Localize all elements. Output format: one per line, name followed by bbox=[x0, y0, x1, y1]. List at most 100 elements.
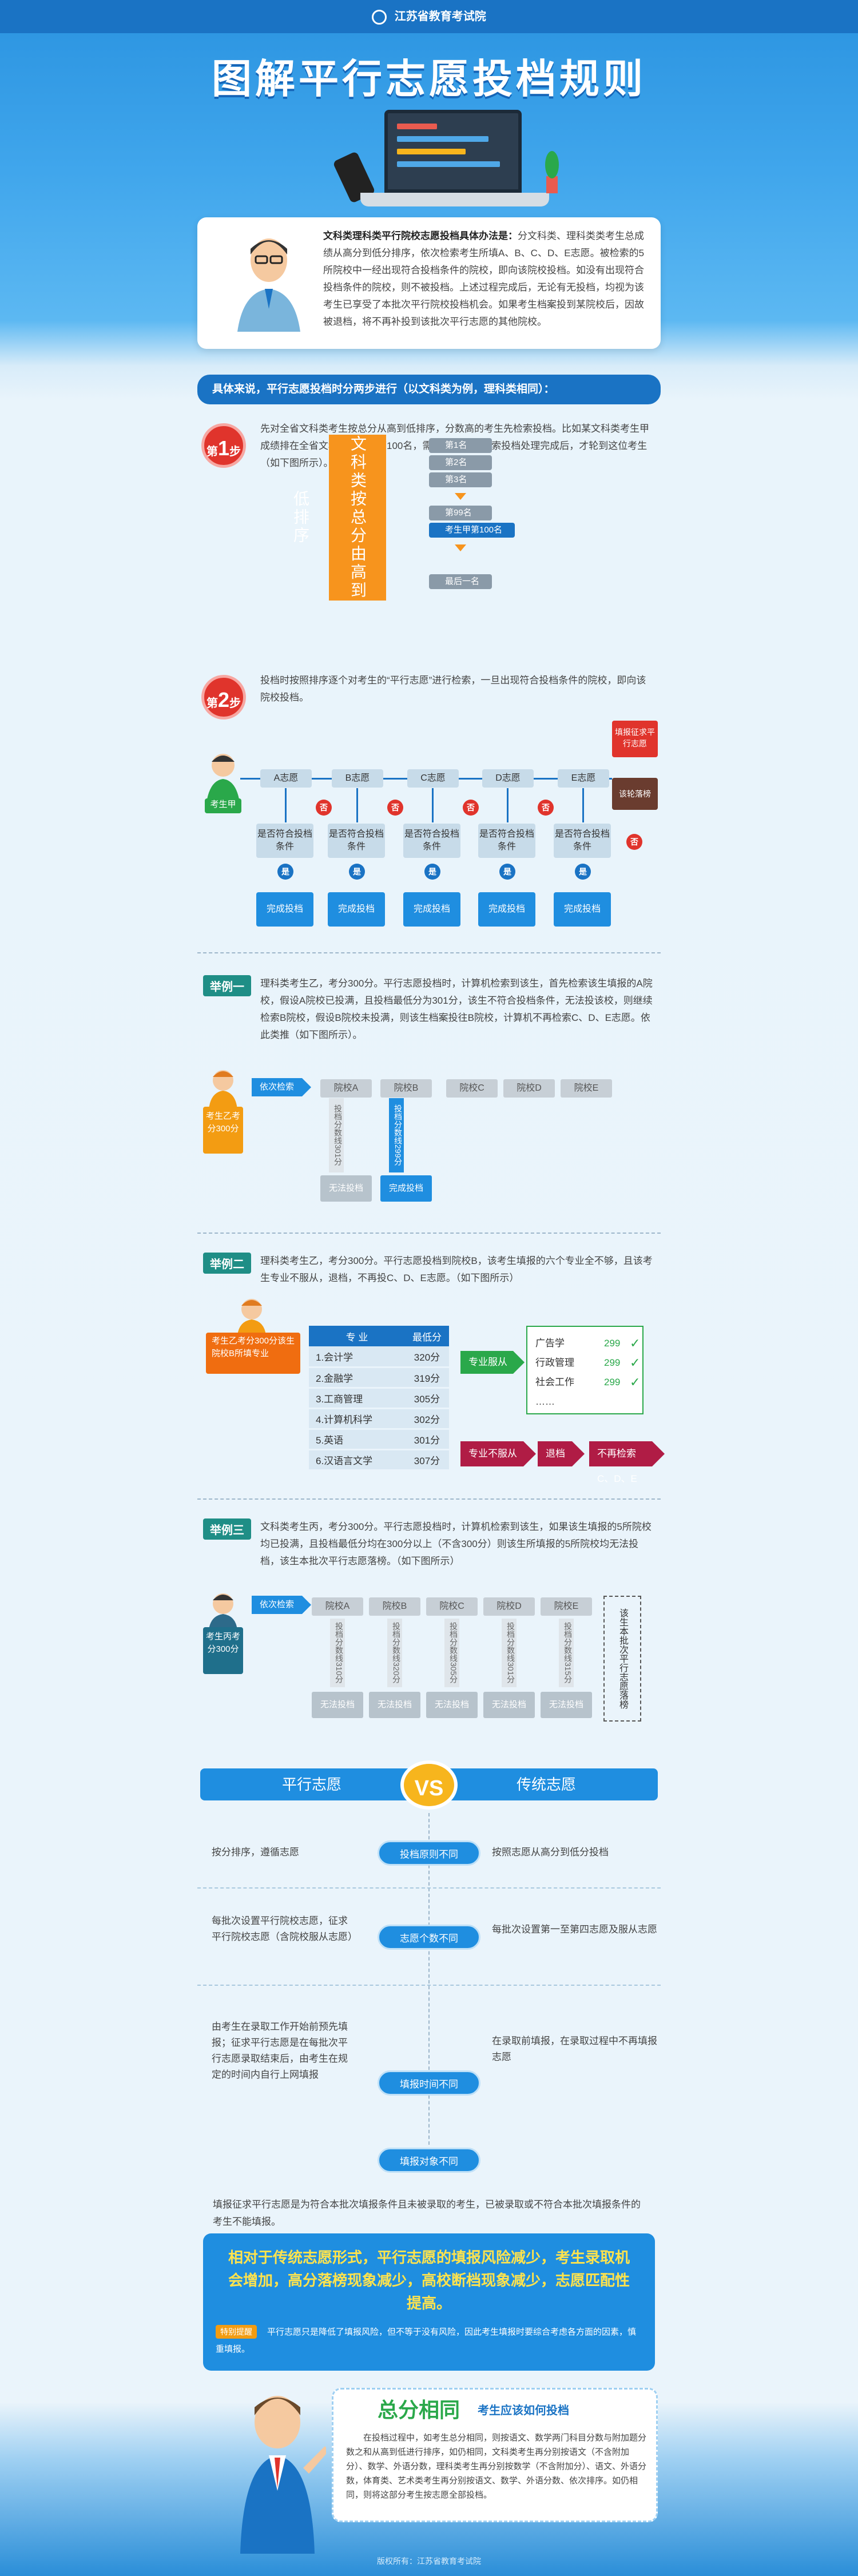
case3-search-tag: 依次检索 bbox=[252, 1596, 312, 1614]
summary-card: 相对于传统志愿形式，平行志愿的填报风险减少，考生录取机会增加，高分落榜现象减少，… bbox=[203, 2233, 655, 2371]
case3-line-a: 投档分数线310分 bbox=[330, 1619, 345, 1687]
rank-1: 第1名 bbox=[429, 438, 492, 453]
obey-arrow: 专业服从 bbox=[460, 1351, 525, 1374]
compare-row3-right: 在录取前填报，在录取过程中不再填报志愿 bbox=[492, 2036, 657, 2062]
case3-line-c: 投档分数线305分 bbox=[444, 1619, 459, 1687]
case1-school-c: 院校C bbox=[446, 1079, 498, 1098]
divider bbox=[197, 952, 661, 953]
rank-99: 第99名 bbox=[429, 506, 492, 520]
case3-school-c: 院校C bbox=[426, 1597, 478, 1616]
flow-connector bbox=[432, 788, 434, 822]
flow-connector bbox=[507, 788, 509, 822]
case1-fail: 无法投档 bbox=[320, 1175, 372, 1202]
compare-row4-pill: 填报对象不同 bbox=[378, 2148, 480, 2173]
compare-row2-left: 每批次设置平行院校志愿，征求平行院校志愿（含院校服从志愿） bbox=[212, 1915, 357, 1942]
divider bbox=[197, 1233, 661, 1234]
compare-row1-left: 按分排序，遵循志愿 bbox=[212, 1847, 299, 1858]
flow-yes-icon: 是 bbox=[349, 864, 365, 880]
flow-connector bbox=[356, 788, 358, 822]
vs-badge: VS bbox=[400, 1760, 458, 1810]
flow-yes-icon: 是 bbox=[499, 864, 515, 880]
laptop-icon bbox=[384, 110, 522, 193]
flow-yes-icon: 是 bbox=[575, 864, 591, 880]
bottom-text: 在投档过程中，如考生总分相同，则按语文、数学两门科目分数与附加题分数之和从高到低… bbox=[346, 2433, 647, 2500]
bottom-subtitle: 考生应该如何投档 bbox=[478, 2404, 569, 2417]
case3-school-a: 院校A bbox=[312, 1597, 363, 1616]
rank-last: 最后一名 bbox=[429, 574, 492, 589]
step1-number: 1 bbox=[217, 436, 230, 460]
summary-headline: 相对于传统志愿形式，平行志愿的填报风险减少，考生录取机会增加，高分落榜现象减少，… bbox=[228, 2249, 630, 2312]
compare-row3-left: 由考生在录取工作开始前预先填报；征求平行志愿是在每批次平行志愿录取结束后，由考生… bbox=[212, 2021, 348, 2080]
page-title: 图解平行志愿投档规则 bbox=[212, 57, 646, 101]
case2-student: 考生乙考分300分该生院校B所填专业 bbox=[206, 1333, 300, 1374]
footer-copyright: 版权所有：江苏省教育考试院 bbox=[377, 2557, 481, 2566]
case3-line-d: 投档分数线301分 bbox=[502, 1619, 517, 1687]
step2-number: 2 bbox=[217, 688, 230, 711]
case2-text: 理科类考生乙，考分300分。平行志愿投档到院校B，该考生填报的六个专业全不够，且… bbox=[260, 1255, 653, 1283]
flow-done-d: 完成投档 bbox=[478, 892, 535, 927]
student-yi-avatar-icon bbox=[209, 1070, 237, 1110]
reject-arrow: 退档 bbox=[538, 1441, 585, 1466]
flow-done-c: 完成投档 bbox=[403, 892, 460, 927]
flow-fail-box: 该轮落榜 bbox=[612, 778, 658, 810]
step2-badge: 第2步 bbox=[201, 675, 246, 719]
flow-volunteer-c: C志愿 bbox=[407, 769, 459, 788]
flow-no-icon: 否 bbox=[316, 800, 332, 816]
case1-school-b: 院校B bbox=[380, 1079, 432, 1098]
case3-fail: 无法投档 bbox=[541, 1692, 592, 1718]
case3-fail: 无法投档 bbox=[426, 1692, 478, 1718]
presenter-avatar-icon bbox=[240, 2396, 326, 2554]
flow-check-e: 是否符合投档条件 bbox=[554, 824, 611, 858]
flow-check-d: 是否符合投档条件 bbox=[478, 824, 535, 858]
case3-fail: 无法投档 bbox=[312, 1692, 363, 1718]
flow-student-label: 考生甲 bbox=[205, 798, 241, 813]
flow-done-a: 完成投档 bbox=[256, 892, 313, 927]
plant-icon bbox=[545, 151, 559, 193]
flow-yes-icon: 是 bbox=[424, 864, 440, 880]
case3-student: 考生丙考分300分 bbox=[203, 1627, 243, 1674]
flow-check-c: 是否符合投档条件 bbox=[403, 824, 460, 858]
intro-lead: 文科类理科类平行院校志愿投档具体办法是： bbox=[323, 230, 518, 241]
compare-right-header: 传统志愿 bbox=[435, 1768, 658, 1800]
case3-fail: 无法投档 bbox=[483, 1692, 535, 1718]
flow-no-icon: 否 bbox=[387, 800, 403, 816]
flow-no-icon: 否 bbox=[463, 800, 479, 816]
no-more-arrow: 不再检索C、D、E bbox=[589, 1441, 665, 1484]
flow-volunteer-a: A志愿 bbox=[260, 769, 312, 788]
summary-tip: 平行志愿只是降低了填报风险，但不等于没有风险，因此考生填报时要综合考虑各方面的因… bbox=[216, 2327, 637, 2354]
bottom-title: 总分相同 bbox=[378, 2398, 460, 2422]
case1-b-line: 投档分数线299分 bbox=[389, 1098, 404, 1172]
compare-note: 填报征求平行志愿是为符合本批次填报条件且未被录取的考生，已被录取或不符合本批次填… bbox=[213, 2199, 641, 2227]
case3-line-e: 投档分数线315分 bbox=[559, 1619, 574, 1687]
flow-done-e: 完成投档 bbox=[554, 892, 611, 927]
flow-connector bbox=[285, 788, 287, 822]
check-icon: ✓ bbox=[630, 1375, 641, 1389]
case1-tag: 举例一 bbox=[203, 975, 251, 996]
brand-header: 江苏省教育考试院 bbox=[0, 7, 858, 25]
divider bbox=[197, 1887, 661, 1889]
compare-row2-right: 每批次设置第一至第四志愿及服从志愿 bbox=[492, 1924, 657, 1935]
intro-body: 分文科类、理科类类考生总成绩从高分到低分排序，依次检索考生所填A、B、C、D、E… bbox=[323, 230, 645, 327]
case1-text: 理科类考生乙，考分300分。平行志愿投档时，计算机检索到该生，首先检索该生填报的… bbox=[260, 978, 653, 1040]
case3-result: 该生本批次平行志愿落榜 bbox=[603, 1596, 641, 1722]
rank-3: 第3名 bbox=[429, 472, 492, 487]
flow-no-icon: 否 bbox=[626, 834, 642, 850]
rank-2: 第2名 bbox=[429, 455, 492, 470]
bottom-card bbox=[332, 2388, 658, 2522]
table-header-row: 专 业 最低分 bbox=[309, 1326, 449, 1346]
case3-school-d: 院校D bbox=[483, 1597, 535, 1616]
flow-no-icon: 否 bbox=[538, 800, 554, 816]
flow-fill-pingxing: 填报征求平行志愿 bbox=[612, 721, 658, 757]
case3-line-b: 投档分数线320分 bbox=[387, 1619, 402, 1687]
compare-row2-pill: 志愿个数不同 bbox=[378, 1925, 480, 1950]
arrow-down-icon bbox=[455, 493, 466, 500]
rank-student-jia: 考生甲第100名 bbox=[429, 523, 515, 538]
case1-school-a: 院校A bbox=[320, 1079, 372, 1098]
compare-center-line bbox=[428, 1813, 430, 2145]
case1-student: 考生乙考分300分 bbox=[203, 1107, 243, 1154]
